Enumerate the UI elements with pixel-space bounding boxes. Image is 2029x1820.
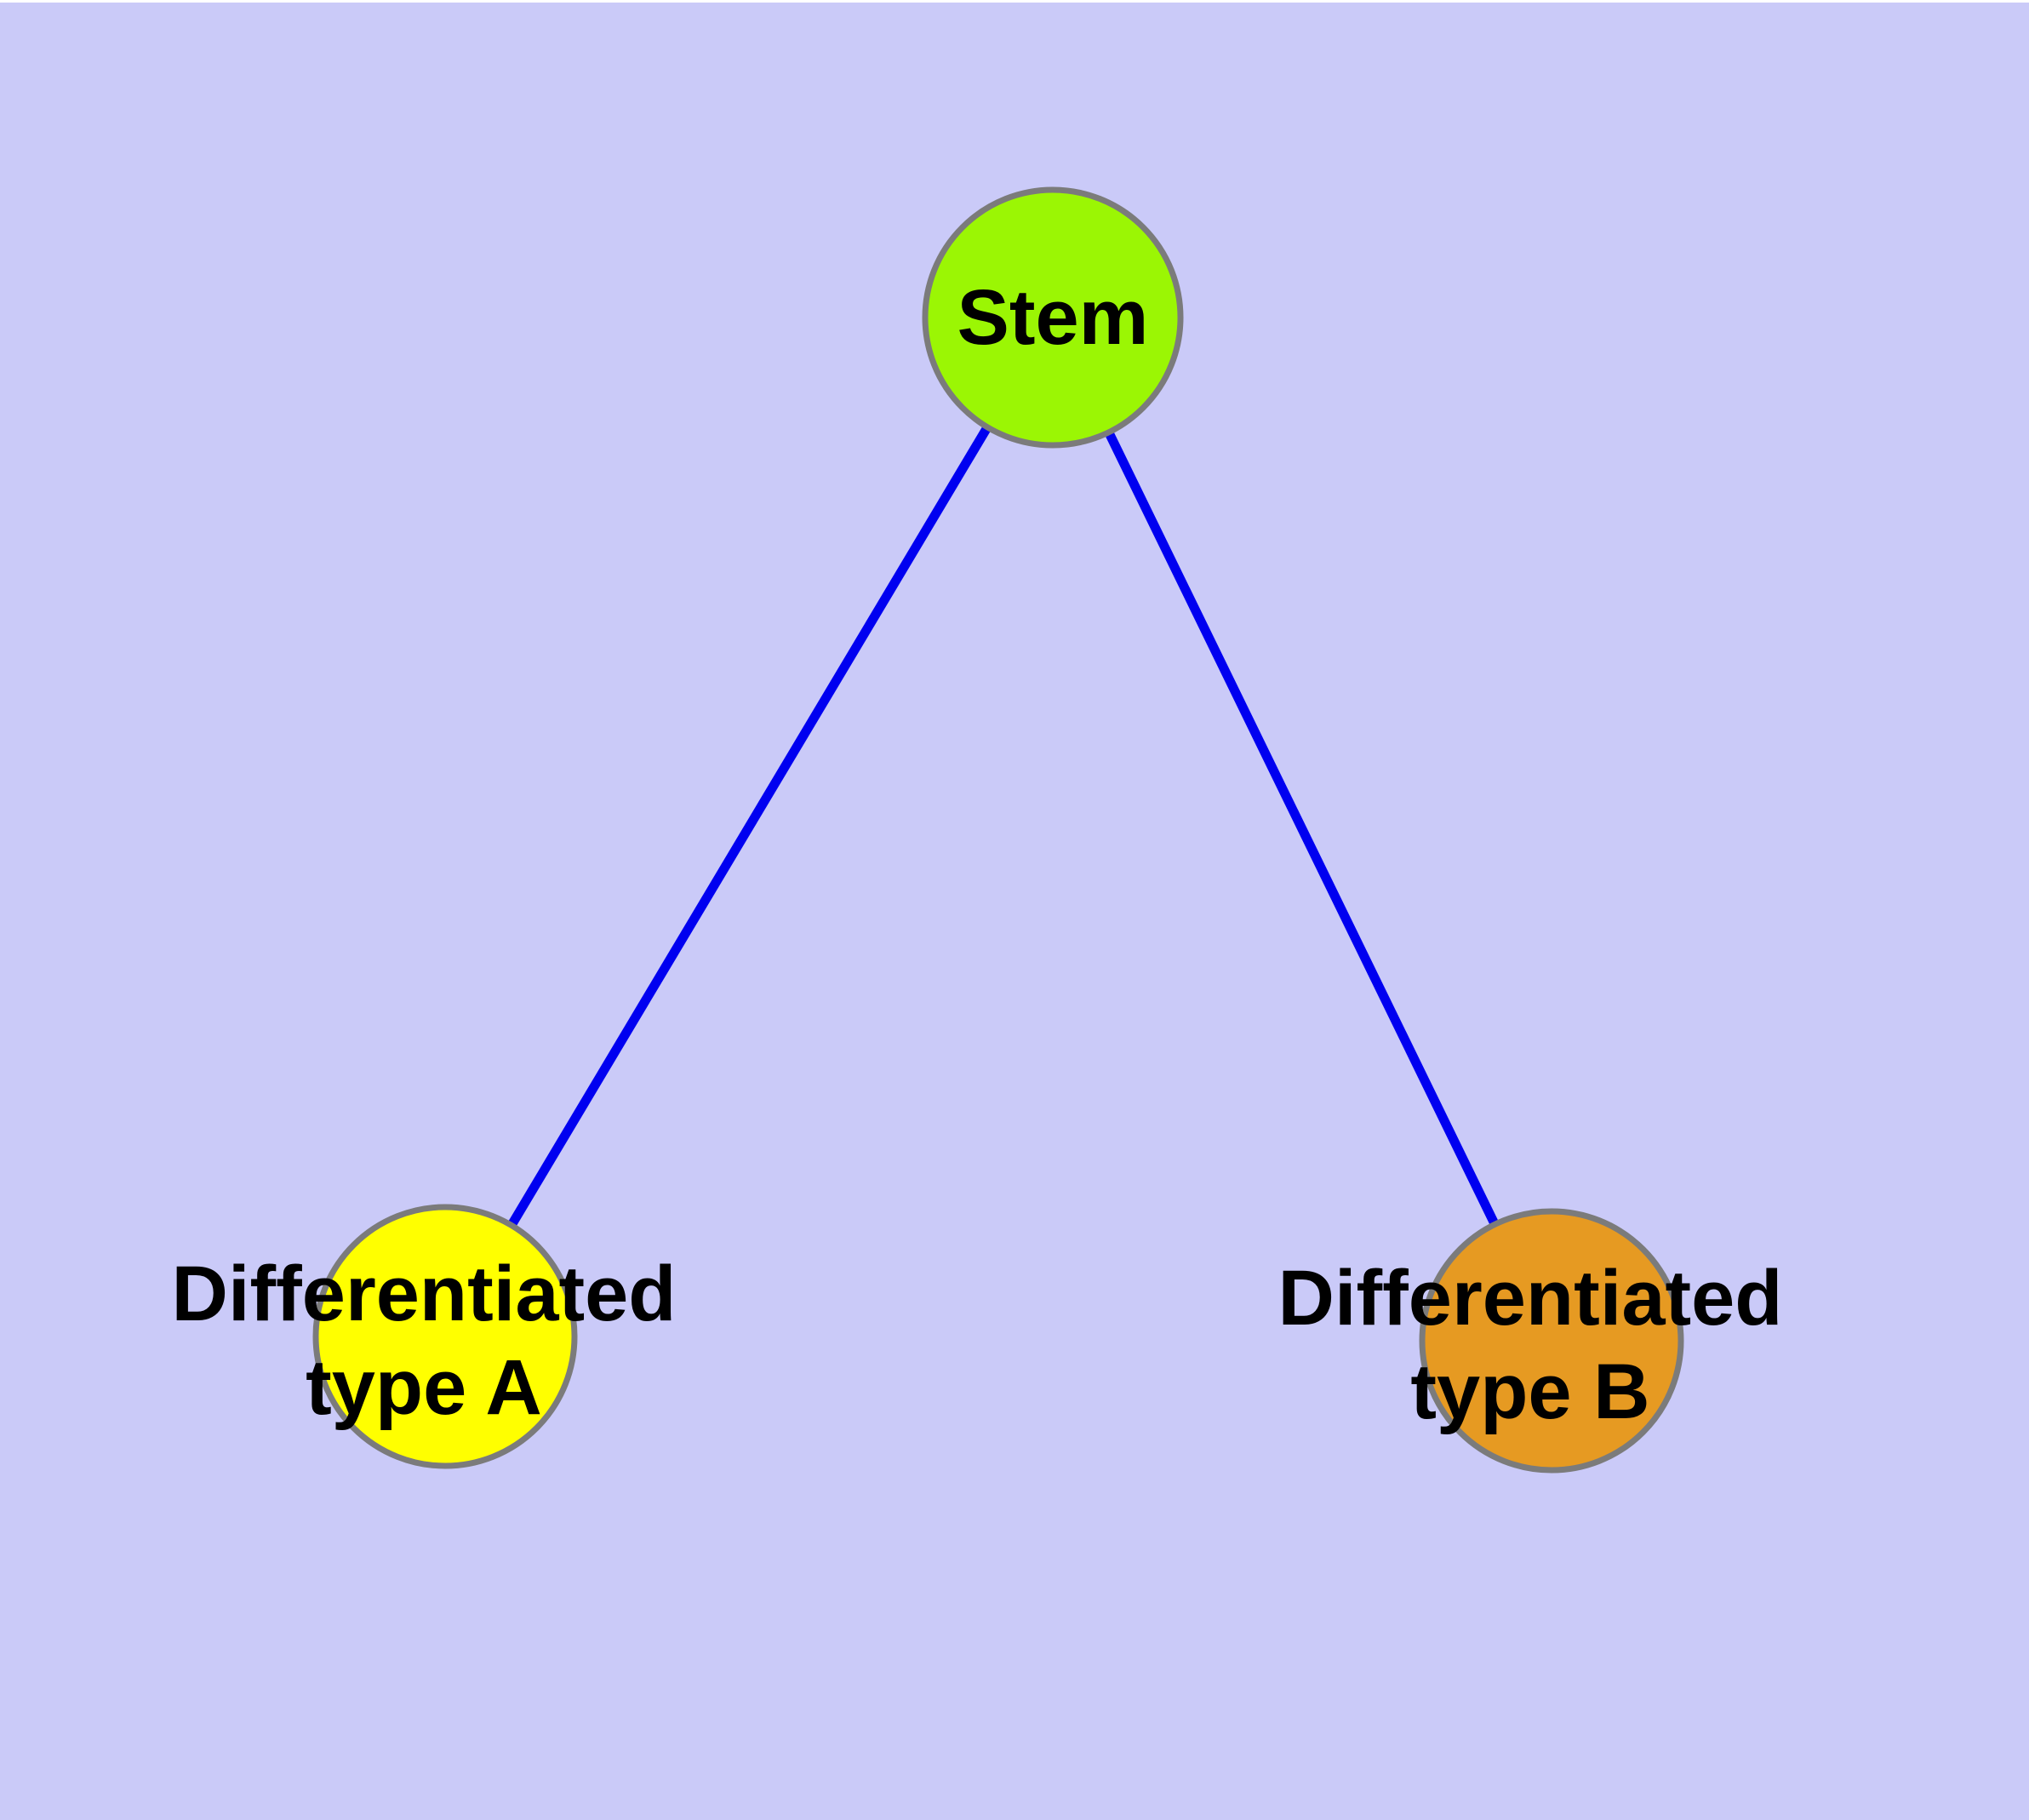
- node-stem-label-line: Stem: [957, 274, 1149, 361]
- node-type-b-label-line-2: type B: [1410, 1348, 1650, 1435]
- node-differentiated-type-b: [1419, 1208, 1684, 1474]
- edge-stem-to-type-b: [1049, 315, 1556, 1343]
- node-stem: [922, 186, 1184, 449]
- node-differentiated-type-a: [312, 1204, 578, 1469]
- node-type-a-label: Differentiated type A: [172, 1247, 677, 1434]
- node-type-b-label-line-1: Differentiated: [1277, 1255, 1783, 1342]
- node-stem-label: Stem: [957, 271, 1149, 364]
- node-type-a-label-line-1: Differentiated: [171, 1251, 677, 1337]
- edge-stem-to-type-a: [441, 315, 1057, 1339]
- node-type-a-label-line-2: type A: [306, 1344, 542, 1431]
- node-type-b-label: Differentiated type B: [1278, 1251, 1783, 1439]
